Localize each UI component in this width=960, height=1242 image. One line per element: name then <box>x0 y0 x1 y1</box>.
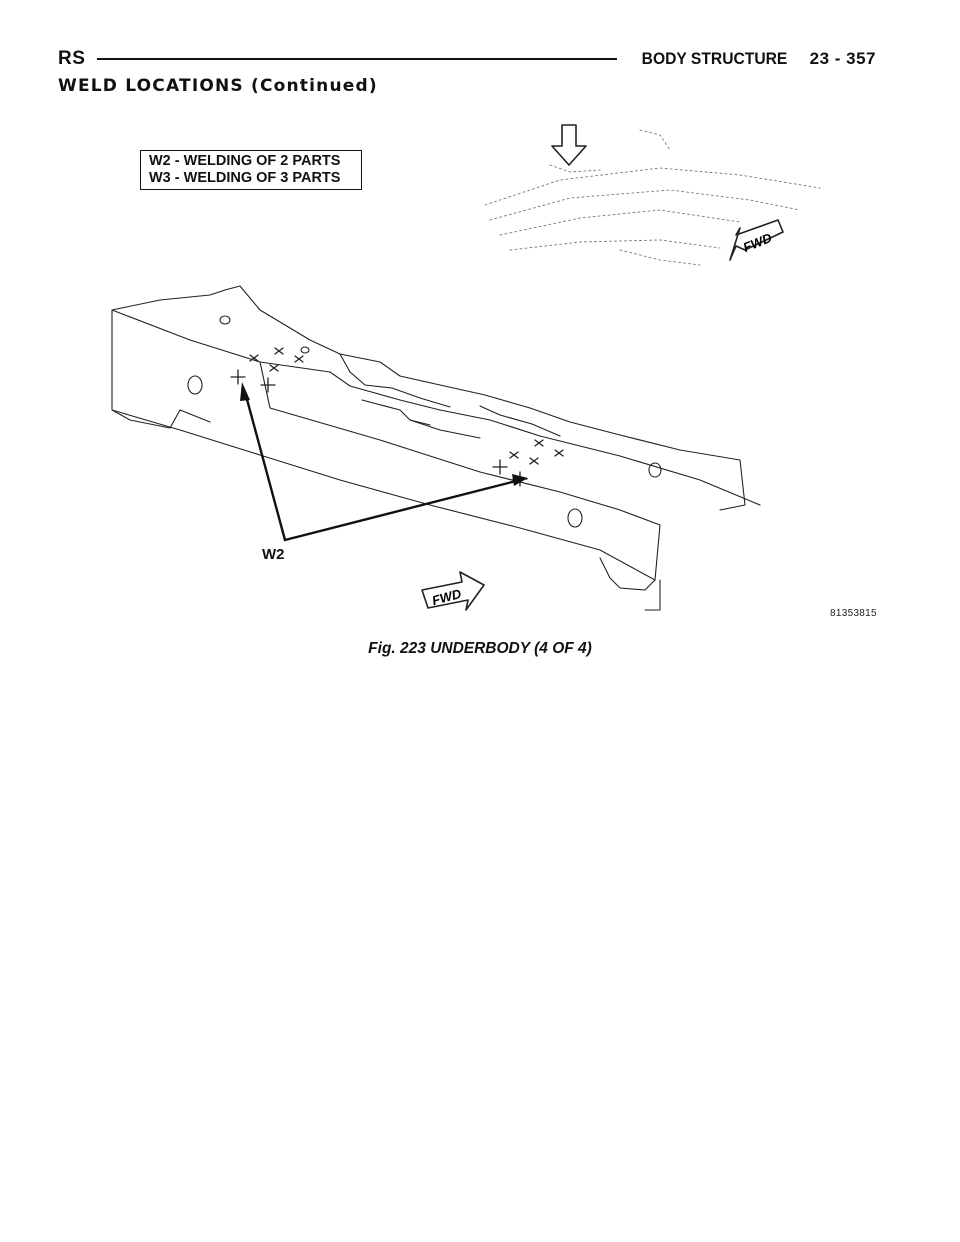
w2-leader-lines <box>243 390 522 542</box>
locator-down-arrow <box>551 124 587 166</box>
weld-points-rear <box>230 347 304 393</box>
rail-hole <box>300 346 310 354</box>
legend-line-w3: W3 - WELDING OF 3 PARTS <box>149 170 341 186</box>
figure-id: 81353815 <box>830 608 877 619</box>
weld-points-front <box>492 439 564 487</box>
underbody-rail <box>111 285 761 611</box>
header-page-number: 23 - 357 <box>809 49 876 68</box>
header-code: RS <box>58 48 86 69</box>
page-header: RS BODY STRUCTURE 23 - 357 <box>58 44 876 74</box>
figure-caption: Fig. 223 UNDERBODY (4 OF 4) <box>368 640 592 657</box>
rail-hole <box>219 315 231 325</box>
underbody-figure: FWD FWD <box>100 110 890 630</box>
fwd-arrow-lower <box>421 571 485 611</box>
weld-legend: W2 - WELDING OF 2 PARTS W3 - WELDING OF … <box>140 150 362 190</box>
underbody-illustration: FWD FWD <box>111 124 821 611</box>
section-title: WELD LOCATIONS (Continued) <box>58 76 378 96</box>
locator-vehicle-thumbnail <box>484 129 821 266</box>
legend-line-w2: W2 - WELDING OF 2 PARTS <box>149 153 341 169</box>
header-rule <box>97 58 618 60</box>
fwd-arrow-upper-label: FWD <box>741 230 775 255</box>
rail-hole <box>187 375 203 395</box>
fwd-arrow-upper <box>729 219 784 261</box>
leader-arrowhead <box>240 382 250 401</box>
w2-callout-label: W2 <box>262 546 285 563</box>
header-title: BODY STRUCTURE <box>641 49 788 68</box>
rail-hole <box>648 462 662 478</box>
leader-arrowhead <box>512 474 528 486</box>
rail-hole <box>567 508 583 528</box>
